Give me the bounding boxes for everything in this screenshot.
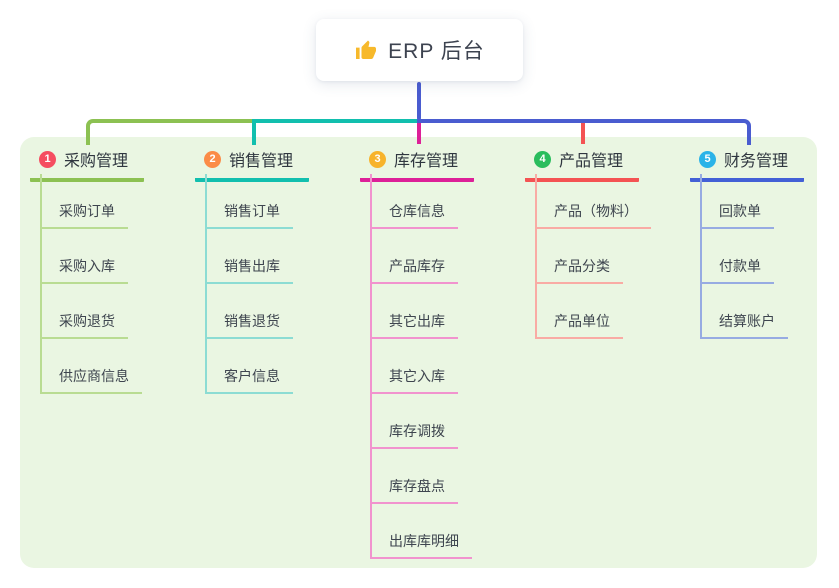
child-node[interactable]: 供应商信息 (42, 339, 142, 394)
branch-badge: 4 (534, 150, 551, 168)
child-node[interactable]: 产品分类 (537, 229, 623, 284)
child-node[interactable]: 回款单 (702, 174, 774, 229)
child-node-label: 出库库明细 (389, 533, 459, 549)
branch-head-inventory[interactable]: 3 库存管理 (360, 144, 474, 182)
branch-label: 销售管理 (229, 153, 294, 170)
child-node-label: 仓库信息 (389, 203, 445, 219)
thumbs-up-icon (354, 38, 378, 62)
child-node[interactable]: 销售退货 (207, 284, 293, 339)
child-node[interactable]: 采购入库 (42, 229, 128, 284)
child-node-label: 客户信息 (224, 368, 280, 384)
drop-line-inventory (417, 123, 421, 144)
branch-badge: 5 (699, 150, 716, 168)
child-node[interactable]: 产品库存 (372, 229, 458, 284)
child-node[interactable]: 仓库信息 (372, 174, 458, 229)
child-node-label: 产品库存 (389, 258, 445, 274)
branch-label: 产品管理 (559, 153, 624, 170)
root-node[interactable]: ERP 后台 (316, 19, 523, 81)
child-node-label: 销售出库 (224, 258, 280, 274)
child-node[interactable]: 出库库明细 (372, 504, 472, 559)
child-node[interactable]: 产品单位 (537, 284, 623, 339)
branch-badge: 2 (204, 150, 221, 168)
children-list-sales: 销售订单销售出库销售退货客户信息 (205, 174, 293, 394)
child-node[interactable]: 销售订单 (207, 174, 293, 229)
children-list-purchase: 采购订单采购入库采购退货供应商信息 (40, 174, 142, 394)
child-node-label: 采购退货 (59, 313, 115, 329)
root-connector-line (417, 82, 421, 120)
child-node-label: 产品（物料） (554, 203, 638, 219)
trunk-segment-finance (417, 119, 751, 145)
child-node[interactable]: 客户信息 (207, 339, 293, 394)
child-node[interactable]: 销售出库 (207, 229, 293, 284)
branch-head-purchase[interactable]: 1 采购管理 (30, 144, 144, 182)
child-node[interactable]: 库存调拨 (372, 394, 458, 449)
child-node-label: 库存盘点 (389, 478, 445, 494)
child-node-label: 供应商信息 (59, 368, 129, 384)
branch-label: 财务管理 (724, 153, 789, 170)
child-node-label: 结算账户 (719, 313, 775, 329)
drop-line-product (581, 123, 585, 144)
child-node[interactable]: 付款单 (702, 229, 774, 284)
child-node-label: 销售退货 (224, 313, 280, 329)
trunk-segment-sales (252, 119, 417, 145)
child-node[interactable]: 产品（物料） (537, 174, 651, 229)
child-node-label: 销售订单 (224, 203, 280, 219)
branch-head-finance[interactable]: 5 财务管理 (690, 144, 804, 182)
child-node-label: 其它入库 (389, 368, 445, 384)
children-list-inventory: 仓库信息产品库存其它出库其它入库库存调拨库存盘点出库库明细 (370, 174, 472, 559)
children-list-product: 产品（物料） 产品分类产品单位 (535, 174, 651, 339)
children-list-finance: 回款单付款单结算账户 (700, 174, 788, 339)
child-node[interactable]: 结算账户 (702, 284, 788, 339)
child-node-label: 付款单 (719, 258, 761, 274)
child-node-label: 其它出库 (389, 313, 445, 329)
branch-label: 采购管理 (64, 153, 129, 170)
branch-badge: 1 (39, 150, 56, 168)
child-node-label: 采购入库 (59, 258, 115, 274)
child-node-label: 产品单位 (554, 313, 610, 329)
child-node[interactable]: 库存盘点 (372, 449, 458, 504)
child-node[interactable]: 其它入库 (372, 339, 458, 394)
branch-head-product[interactable]: 4 产品管理 (525, 144, 639, 182)
child-node[interactable]: 其它出库 (372, 284, 458, 339)
child-node-label: 回款单 (719, 203, 761, 219)
map-background-panel (20, 137, 817, 568)
trunk-segment-purchase (86, 119, 252, 145)
branch-head-sales[interactable]: 2 销售管理 (195, 144, 309, 182)
branch-label: 库存管理 (394, 153, 459, 170)
child-node[interactable]: 采购订单 (42, 174, 128, 229)
child-node-label: 库存调拨 (389, 423, 445, 439)
child-node[interactable]: 采购退货 (42, 284, 128, 339)
child-node-label: 产品分类 (554, 258, 610, 274)
child-node-label: 采购订单 (59, 203, 115, 219)
branch-badge: 3 (369, 150, 386, 168)
root-title: ERP 后台 (388, 40, 485, 63)
